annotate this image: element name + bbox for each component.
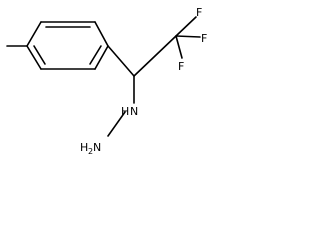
hydrazine-nh2-n-label: N <box>93 141 101 154</box>
bond-nh-to-nh2 <box>107 111 126 137</box>
bond-ring-inner-3 <box>89 45 102 65</box>
structure-canvas: F F F H N H 2 N <box>0 0 224 157</box>
bond-ring-inner-2 <box>33 45 46 65</box>
bond-ring-to-ch <box>107 45 135 77</box>
hydrazine-nh-h-label: H <box>121 105 129 118</box>
bond-ring-6 <box>26 45 42 70</box>
bond-ring-4 <box>94 45 109 70</box>
fluorine-top-label: F <box>196 6 202 19</box>
bond-ch-to-cf3 <box>133 35 177 77</box>
bond-ring-3 <box>94 21 109 47</box>
hydrazine-nh2-h-label: H <box>80 141 88 154</box>
fluorine-right-label: F <box>201 32 207 45</box>
fluorine-middle-label: F <box>178 60 184 73</box>
bond-c-f-mid <box>175 35 183 59</box>
bond-ring-1 <box>26 21 42 47</box>
bond-c-f-top <box>175 16 197 37</box>
chemical-structure-diagram: F F F H N H 2 N <box>6 6 207 156</box>
hydrazine-nh2-subscript-label: 2 <box>88 147 93 156</box>
hydrazine-nh-n-label: N <box>130 105 138 118</box>
bond-c-f-right <box>175 35 201 38</box>
